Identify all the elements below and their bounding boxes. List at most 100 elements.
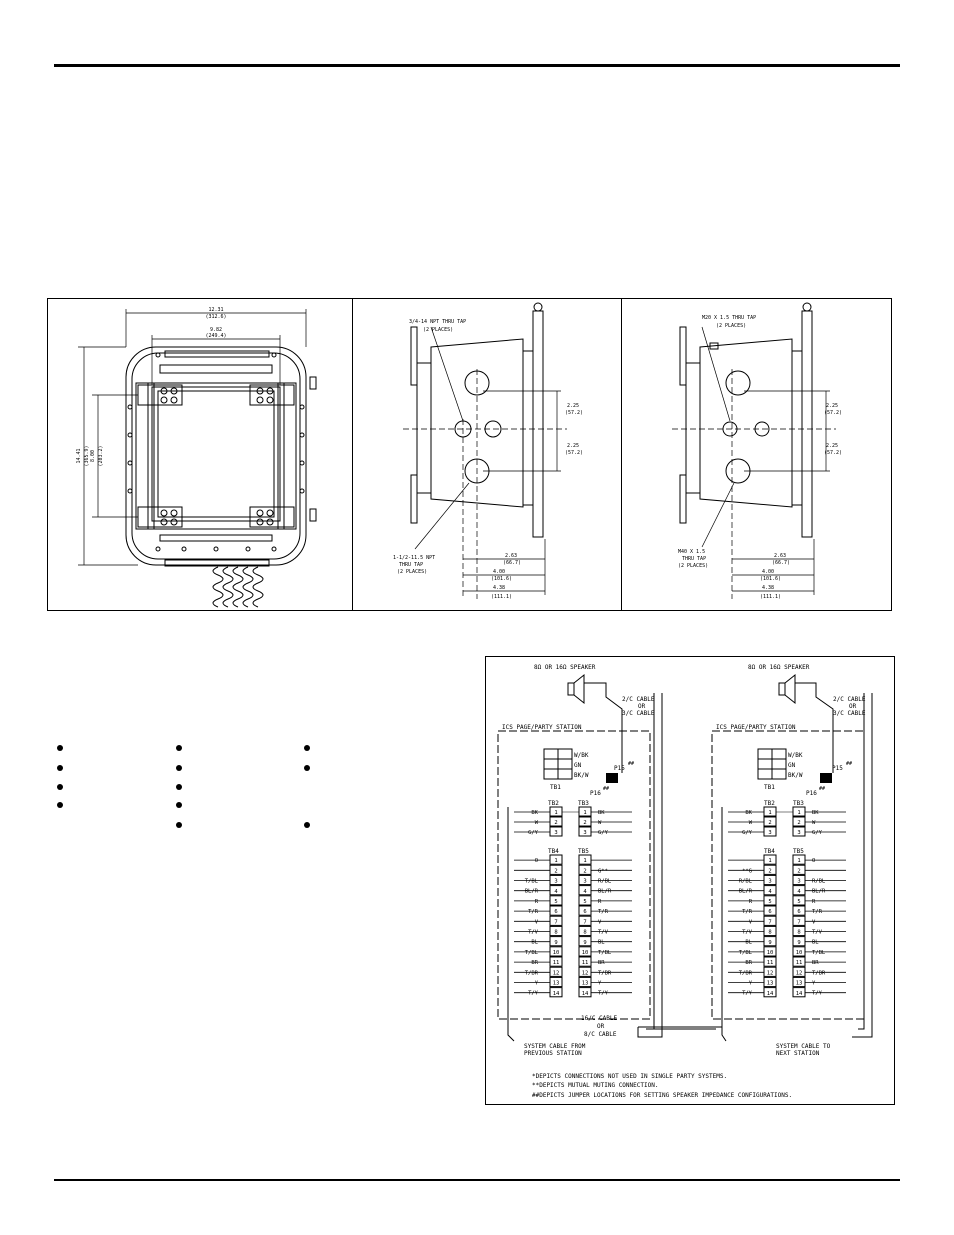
left-tb4-number: 9 — [554, 940, 557, 946]
right-tb5-number: 6 — [797, 909, 800, 915]
note-1: *DEPICTS CONNECTIONS NOT USED IN SINGLE … — [532, 1073, 727, 1080]
front-inner-height-dim-mm: (203.2) — [98, 445, 104, 466]
right-tb5-label: TB5 — [793, 848, 804, 855]
npt-top-tap-places: (2 PLACES) — [423, 327, 453, 333]
right-tb4-wire-label: T/V — [742, 930, 753, 936]
npt-bottom-tap-2: THRU TAP — [399, 562, 423, 568]
right-tb2-wire-label: BK — [745, 810, 752, 816]
right-tb5-number: 10 — [796, 950, 803, 956]
left-tb4-wire-label: T/V — [528, 930, 539, 936]
to-next-2: NEXT STATION — [776, 1050, 820, 1057]
front-inner-height-dim: 8.00 — [90, 450, 96, 462]
left-tb4-wire-label: T/BL — [525, 950, 539, 956]
right-p15: P15 — [832, 765, 843, 772]
left-tb4-cell — [549, 895, 563, 906]
npt-dim-a: 2.63 — [505, 553, 517, 559]
right-tb2-number: 3 — [768, 830, 771, 836]
front-view-panel: 12.31 (312.6) 9.82 (249.4) 14.41 (365.9)… — [47, 298, 353, 611]
right-tb3-number: 2 — [797, 820, 800, 826]
right-tb5-cell — [792, 936, 806, 947]
right-p15-mark: ## — [846, 761, 852, 767]
left-tb5-number: 4 — [583, 889, 587, 895]
metric-dim-lower-mm: (57.2) — [824, 450, 842, 456]
right-tb4-wire-label: R — [749, 899, 753, 905]
left-tb4-cell — [549, 925, 563, 937]
left-tb4-number: 14 — [553, 991, 560, 997]
left-tb5-number: 10 — [582, 950, 589, 956]
right-tb5-number: 3 — [797, 879, 800, 885]
left-tb5-wire-label: T/BL — [598, 950, 612, 956]
right-cable-or: OR — [849, 703, 857, 710]
left-tb4-number: 7 — [554, 919, 557, 925]
left-tb5-wire-label: V — [598, 919, 602, 925]
left-tb2-label: TB2 — [548, 800, 559, 807]
side-view-npt-drawing: 3/4-14 NPT THRU TAP (2 PLACES) 1-1/2-11.… — [393, 302, 583, 600]
from-prev-1: SYSTEM CABLE FROM — [524, 1043, 586, 1050]
right-tb5-number: 2 — [797, 868, 800, 874]
left-tb5-wire-label: Y — [598, 981, 602, 987]
right-station-title: ICS PAGE/PARTY STATION — [716, 724, 796, 731]
npt-dim-lower: 2.25 — [567, 443, 579, 449]
right-tb4-cell — [763, 874, 777, 886]
bullet — [57, 765, 63, 771]
front-width-dim-mm: (312.6) — [205, 314, 226, 320]
left-station-title: ICS PAGE/PARTY STATION — [502, 724, 582, 731]
right-tb4-wire-label: V — [749, 919, 753, 925]
left-tb5-number: 7 — [583, 919, 586, 925]
right-tb4-number: 12 — [767, 970, 774, 976]
right-tb5-cell — [792, 864, 806, 875]
right-tb3-number: 3 — [797, 830, 800, 836]
left-tb4-wire-label: O — [535, 858, 538, 864]
left-tb4-cell — [549, 885, 563, 896]
right-tb5-cell — [792, 925, 806, 937]
npt-bottom-tap-places: (2 PLACES) — [397, 569, 427, 575]
right-tb4-wire-label: T/BL — [739, 950, 753, 956]
note-2: **DEPICTS MUTUAL MUTING CONNECTION. — [532, 1082, 658, 1089]
from-prev-2: PREVIOUS STATION — [524, 1050, 582, 1057]
right-tb3-wire-label: BK — [812, 810, 819, 816]
left-tb4-cell — [549, 874, 563, 886]
left-tb4-number: 6 — [554, 909, 557, 915]
right-tb5-cell — [792, 976, 806, 988]
right-tb3-number: 1 — [797, 810, 800, 816]
right-tb4-number: 11 — [767, 960, 774, 966]
right-tb4-cell — [763, 936, 777, 947]
right-tb2-wire-label: W — [749, 820, 753, 826]
left-tb5-cell — [578, 874, 592, 886]
left-speaker-label: 8Ω OR 16Ω SPEAKER — [534, 664, 596, 671]
bullet — [57, 802, 63, 808]
npt-dim-c-mm: (111.1) — [491, 594, 512, 600]
right-tb5-number: 11 — [796, 960, 803, 966]
left-p16: P16 — [590, 790, 601, 797]
front-height-dim-mm: (365.9) — [84, 445, 90, 466]
left-tb4-number: 2 — [554, 868, 557, 874]
right-tb4-number: 3 — [768, 879, 771, 885]
left-tb5-number: 13 — [582, 981, 589, 987]
front-inner-width-dim: 9.82 — [210, 327, 222, 333]
metric-dim-a-mm: (66.7) — [772, 560, 790, 566]
left-tb4-cell — [549, 966, 563, 977]
right-tb3-wire-label: G/Y — [812, 830, 823, 836]
bullet — [57, 784, 63, 790]
left-tb5-number: 1 — [583, 858, 586, 864]
left-tb5-cell — [578, 905, 592, 916]
right-tb4-number: 14 — [767, 991, 774, 997]
left-tb3-wire-label: G/Y — [598, 830, 609, 836]
right-tb1-label: TB1 — [764, 784, 775, 791]
right-tb5-number: 9 — [797, 940, 800, 946]
left-tb5-wire-label: G** — [598, 868, 608, 874]
right-tb4-number: 6 — [768, 909, 771, 915]
right-tb5-cell — [792, 895, 806, 906]
right-tb4-cell — [763, 905, 777, 916]
left-tb2-wire-label: G/Y — [528, 830, 539, 836]
left-tb5-number: 5 — [583, 899, 586, 905]
right-tb3-cell — [792, 816, 806, 827]
right-tb4-cell — [763, 956, 777, 967]
left-tb4-label: TB4 — [548, 848, 559, 855]
right-tb5-number: 1 — [797, 858, 800, 864]
right-cable-2c: 2/C CABLE — [833, 696, 866, 703]
left-tb5-cell — [578, 854, 592, 865]
left-tb1-term-2: GN — [574, 762, 582, 769]
metric-top-tap: M20 X 1.5 THRU TAP — [702, 315, 756, 321]
left-tb5-cell — [578, 976, 592, 988]
